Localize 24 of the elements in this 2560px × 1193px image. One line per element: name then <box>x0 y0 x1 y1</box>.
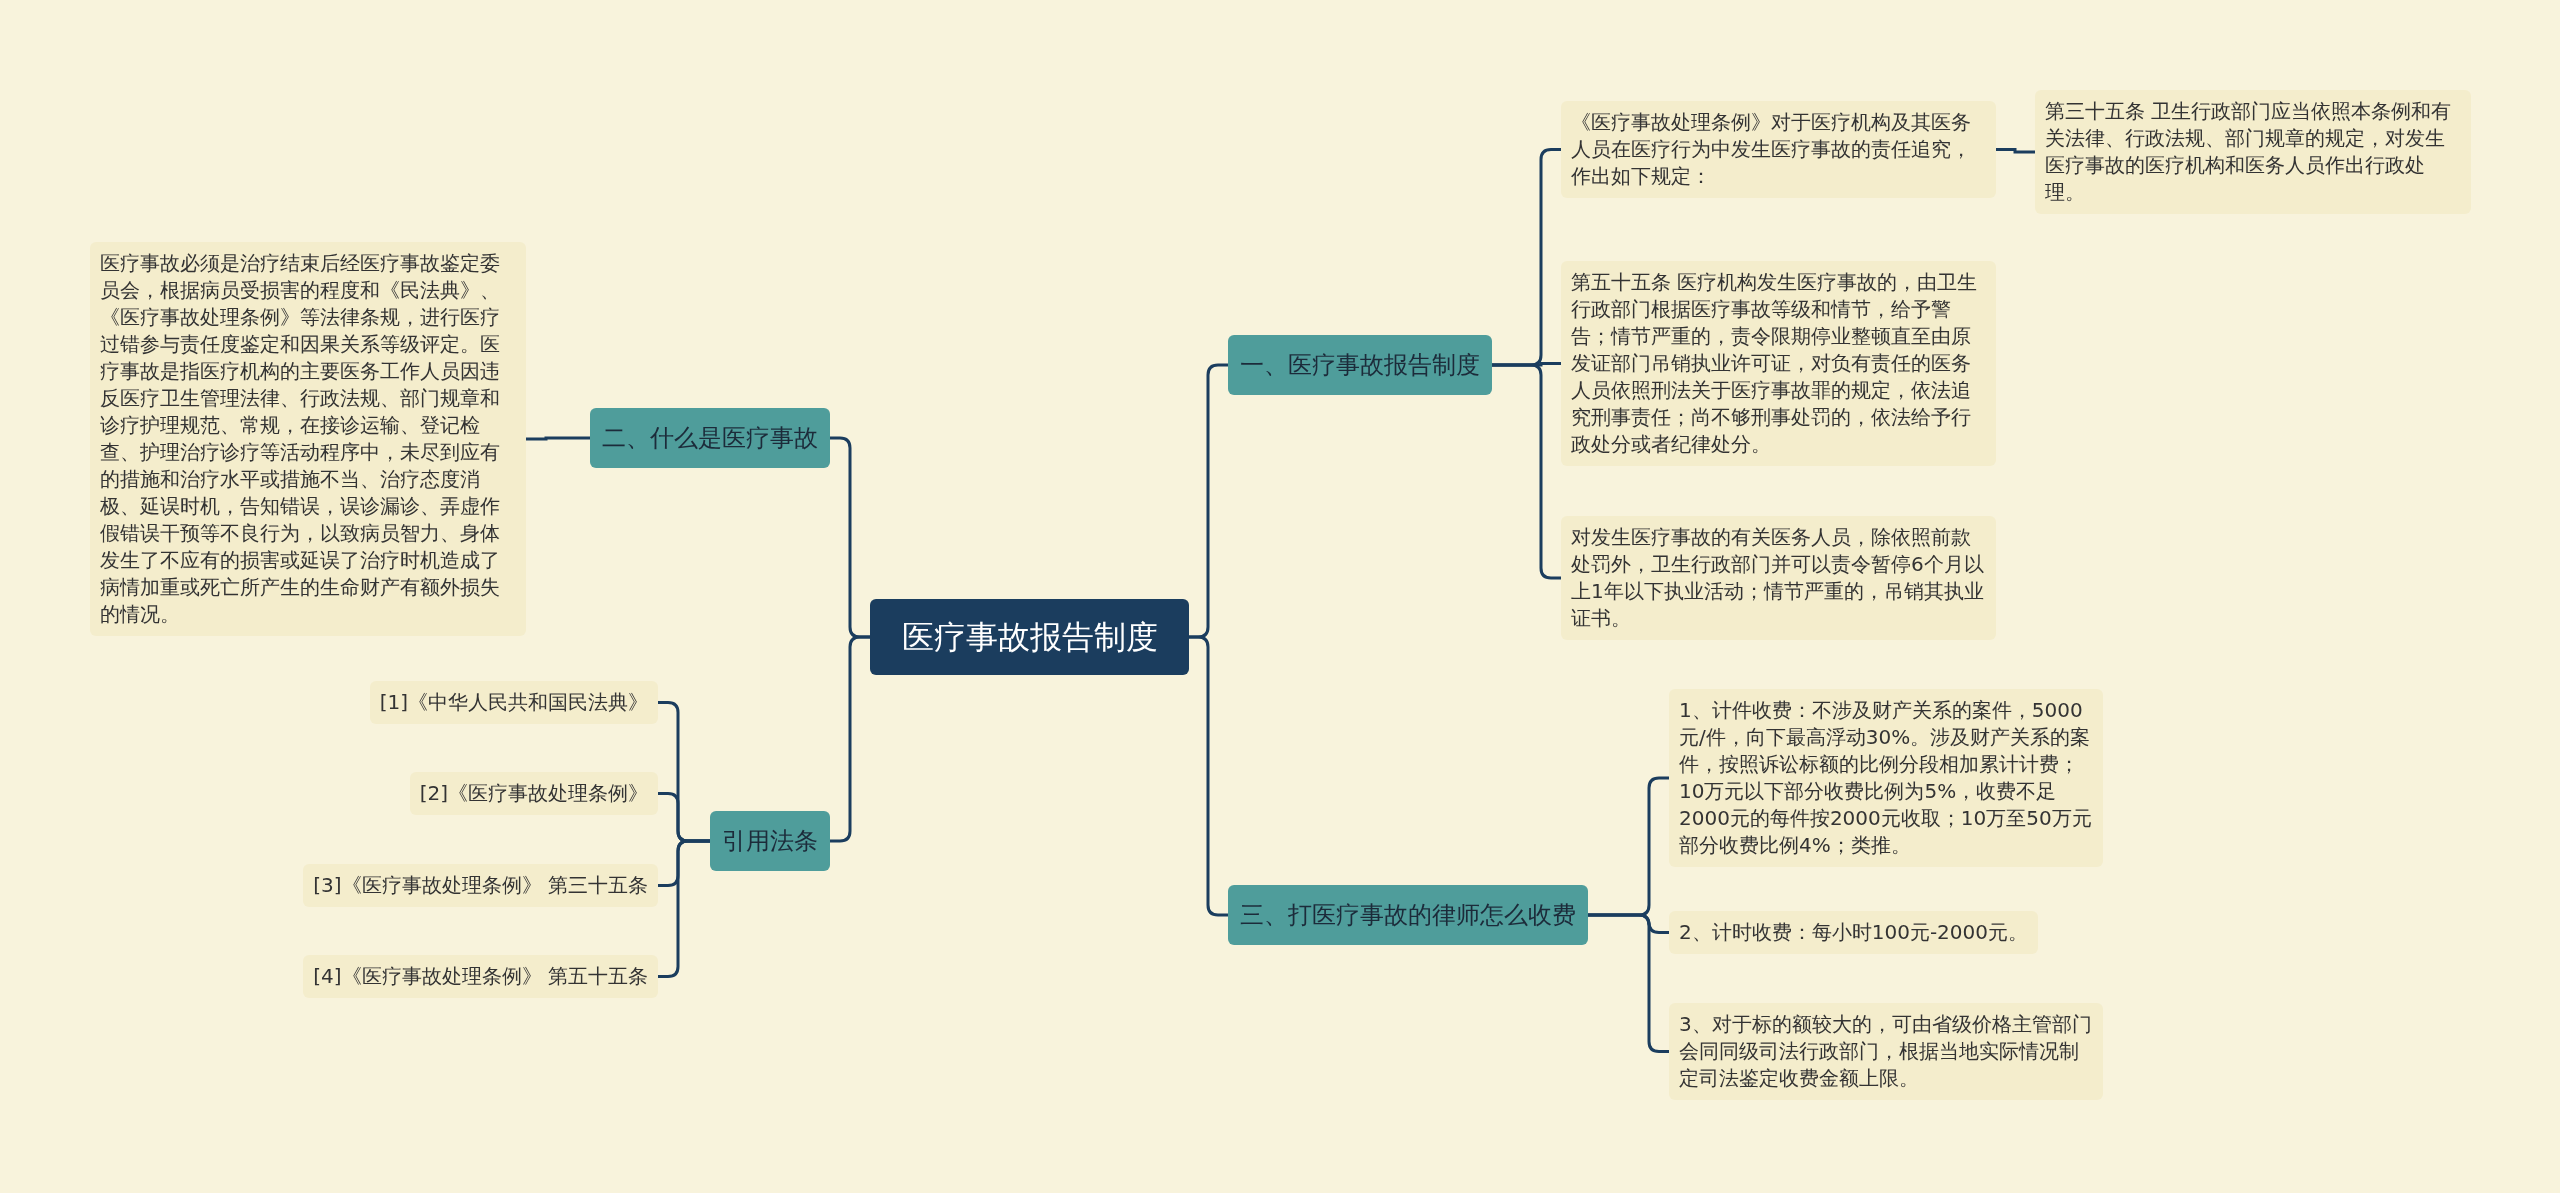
text-box: 第五十五条 医疗机构发生医疗事故的，由卫生行政部门根据医疗事故等级和情节，给予警告；情节严重的，责令限期停业整顿直至由原发证部门吊销执业许可证，对负有责任的医务人员依照刑法关于医疗事故罪的规定，依法追究刑事责任；尚不够刑事处罚的，依法给予行政处分或者纪律处分。 <box>1561 261 1996 466</box>
connector-line <box>1996 148 2035 154</box>
text-box: 对发生医疗事故的有关医务人员，除依照前款处罚外，卫生行政部门并可以责令暂停6个月以上1年以下执业活动；情节严重的，吊销其执业证书。 <box>1561 516 1996 640</box>
text-box: 《医疗事故处理条例》对于医疗机构及其医务人员在医疗行为中发生医疗事故的责任追究，作出如下规定： <box>1561 101 1996 198</box>
text-box: 2、计时收费：每小时100元-2000元。 <box>1669 911 2038 954</box>
connector-line <box>658 839 710 978</box>
text-box: [4]《医疗事故处理条例》 第五十五条 <box>303 955 658 998</box>
branch-topic: 引用法条 <box>710 811 830 871</box>
connector-line <box>1492 363 1561 580</box>
connector-line <box>1189 635 1228 917</box>
text-box: 第三十五条 卫生行政部门应当依照本条例和有关法律、行政法规、部门规章的规定，对发生医疗事故的医疗机构和医务人员作出行政处理。 <box>2035 90 2471 214</box>
central-topic: 医疗事故报告制度 <box>870 599 1189 675</box>
text-box: 3、对于标的额较大的，可由省级价格主管部门会同同级司法行政部门，根据当地实际情况制定司法鉴定收费金额上限。 <box>1669 1003 2103 1100</box>
branch-topic: 一、医疗事故报告制度 <box>1228 335 1492 395</box>
connector-line <box>830 635 870 843</box>
text-box: [2]《医疗事故处理条例》 <box>409 772 658 815</box>
branch-topic: 二、什么是医疗事故 <box>590 408 830 468</box>
connector-line <box>1588 913 1669 1053</box>
connector-line <box>526 436 590 441</box>
branch-topic: 三、打医疗事故的律师怎么收费 <box>1228 885 1588 945</box>
text-box: 医疗事故必须是治疗结束后经医疗事故鉴定委员会，根据病员受损害的程度和《民法典》、《医疗事故处理条例》等法律条规，进行医疗过错参与责任度鉴定和因果关系等级评定。医疗事故是指医疗机构的主要医务工作人员因违反医疗卫生管理法律、行政法规、部门规章和诊疗护理规范、常规，在接诊运输、登记检查、护理治疗诊疗等活动程序中，未尽到应有的措施和治疗水平或措施不当、治疗态度消极、延误时机，告知错误，误诊漏诊、弄虚作假错误干预等不良行为，以致病员智力、身体发生了不应有的损害或延误了治疗时机造成了病情加重或死亡所产生的生命财产有额外损失的情况。 <box>90 242 526 636</box>
text-box: [1]《中华人民共和国民法典》 <box>369 681 658 724</box>
text-box: [3]《医疗事故处理条例》 第三十五条 <box>303 864 658 907</box>
text-box: 1、计件收费：不涉及财产关系的案件，5000元/件，向下最高浮动30%。涉及财产关系的案件，按照诉讼标额的比例分段相加累计计费；10万元以下部分收费比例为5%，收费不足2000元的每件按2000元收取；10万至50万元部分收费比例4%；类推。 <box>1669 689 2103 867</box>
